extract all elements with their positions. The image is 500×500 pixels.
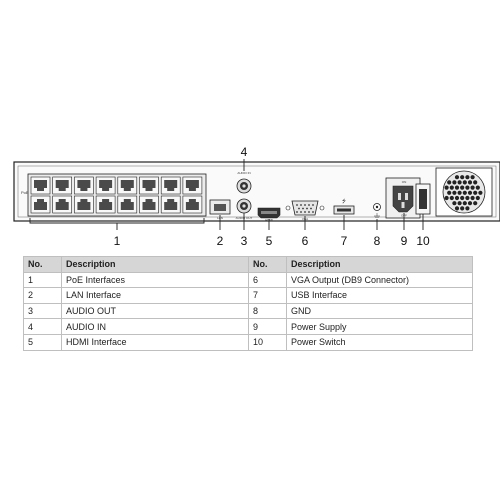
table-row: 1 PoE Interfaces 6 VGA Output (DB9 Conne… [23,271,473,289]
header-description-2: Description [286,256,473,273]
cell-description: LAN Interface [61,287,249,304]
callout-8: 8 [374,234,381,248]
poe-port [74,195,94,214]
poe-port [117,195,138,214]
cell-no: 2 [23,287,62,304]
chassis-inner-frame [17,165,497,218]
cell-no: 3 [23,302,62,320]
cell-description: PoE Interfaces [61,271,249,289]
cell-no: 10 [248,333,287,351]
poe-port [74,176,94,195]
vga-port [285,200,325,216]
gnd-terminal [373,203,381,211]
callout-4: 4 [241,145,248,159]
cell-no: 1 [23,271,62,289]
callout-10: 10 [416,234,430,248]
poe-port [95,195,116,214]
cell-no: 8 [248,302,287,320]
table-header-row: No. Description No. Description [23,256,473,273]
cell-no: 5 [23,333,62,351]
poe-port [139,195,159,214]
cell-description: USB Interface [286,287,473,304]
cell-description: Power Switch [286,333,473,351]
cell-no: 7 [248,287,287,304]
poe-port [160,176,181,195]
poe-port [95,176,116,195]
callout-1: 1 [114,234,121,248]
audio-in-label: AUDIO IN [237,171,250,175]
cell-no: 6 [248,271,287,289]
cell-description: AUDIO IN [61,318,249,335]
rear-panel-diagram: PoE LAN AUDIO IN AUDIO OUT HDMI VG [13,145,500,248]
usb-port [333,205,355,215]
table-row: 4 AUDIO IN 9 Power Supply [23,318,473,335]
cell-no: 9 [248,318,287,335]
cell-description: Power Supply [286,318,473,335]
hdmi-port [257,207,281,219]
poe-port [182,176,203,195]
callout-3: 3 [241,234,248,248]
header-description-1: Description [61,256,249,273]
callout-line-1 [29,218,205,230]
cell-no: 4 [23,318,62,335]
cell-description: HDMI Interface [61,333,249,351]
poe-port [117,176,138,195]
ground-icon [374,213,380,218]
cell-description: GND [286,302,473,320]
fan-grille [435,167,493,217]
poe-port [30,176,51,195]
poe-port [52,176,73,195]
header-no-2: No. [248,256,287,273]
cell-description: AUDIO OUT [61,302,249,320]
poe-port [30,195,51,214]
poe-port [182,195,203,214]
poe-port [139,176,159,195]
callout-2: 2 [217,234,224,248]
callout-6: 6 [302,234,309,248]
callout-9: 9 [401,234,408,248]
poe-port [160,195,181,214]
audio-out-jack [236,198,252,214]
table-row: 3 AUDIO OUT 8 GND [23,302,473,320]
audio-in-jack [236,178,252,194]
interface-legend-table: No. Description No. Description 1 PoE In… [23,256,473,351]
poe-port [52,195,73,214]
callout-5: 5 [266,234,273,248]
poe-port-block [27,173,207,217]
power-supply-socket [385,177,421,219]
lan-port [209,199,231,215]
poe-label: PoE [21,190,29,195]
header-no-1: No. [23,256,62,273]
table-row: 2 LAN Interface 7 USB Interface [23,287,473,304]
cell-description: VGA Output (DB9 Connector) [286,271,473,289]
usb-icon: ⭍ [342,199,346,205]
power-on-label: ON [402,180,407,184]
callout-7: 7 [341,234,348,248]
power-switch [415,183,431,215]
table-row: 5 HDMI Interface 10 Power Switch [23,333,473,351]
